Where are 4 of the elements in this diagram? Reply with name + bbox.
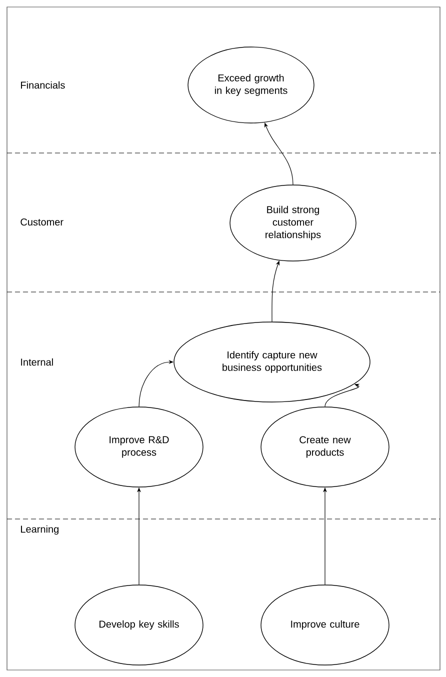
level-label: Learning (21, 525, 58, 535)
level-label: Financials (21, 81, 65, 89)
level-label: Internal (21, 358, 53, 366)
level-label: Customer (20, 218, 64, 226)
